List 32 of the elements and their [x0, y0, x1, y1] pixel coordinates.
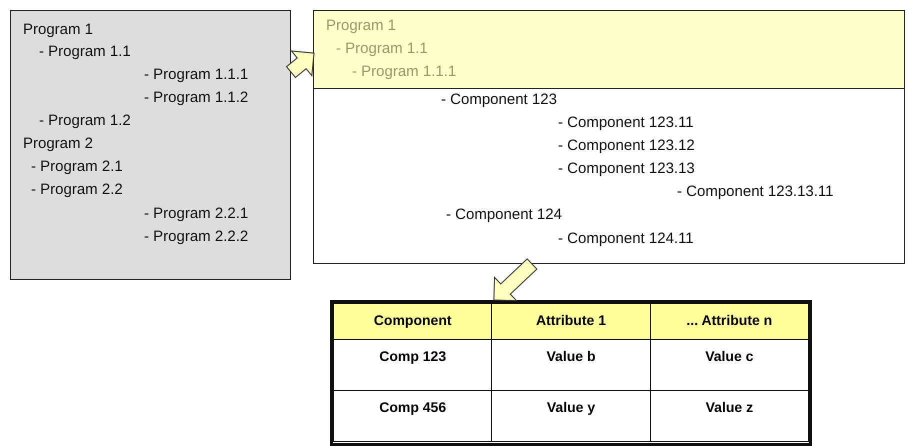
outline-item: - Program 2.1: [31, 158, 123, 176]
outline-item: - Program 2.2.2: [144, 228, 248, 246]
outline-item: - Program 1.1: [336, 40, 428, 58]
table-cell: Value y: [492, 390, 650, 442]
column-header: Attribute 1: [492, 304, 650, 340]
outline-item: Program 2: [23, 135, 94, 153]
block-arrow: [493, 258, 538, 302]
table-cell: Value z: [650, 390, 808, 442]
outline-item: - Component 123: [441, 91, 557, 109]
outline-item: - Program 1.2: [39, 112, 131, 130]
outline-item: - Component 124.11: [558, 230, 694, 248]
outline-item: - Component 124: [446, 206, 562, 224]
outline-item: - Component 123.12: [558, 137, 695, 155]
outline-item: - Program 1.1.2: [144, 89, 248, 107]
block-arrow: [286, 50, 315, 78]
column-header: Component: [334, 304, 492, 340]
outline-item: - Program 1.1.1: [144, 66, 248, 84]
table-cell: Comp 456: [334, 390, 492, 442]
outline-item: Program 1: [326, 17, 396, 35]
outline-item: - Program 1.1: [39, 43, 131, 61]
outline-item: - Program 1.1.1: [352, 63, 456, 81]
outline-item: - Program 2.2: [31, 181, 123, 199]
column-header: ... Attribute n: [650, 304, 808, 340]
header-band: [314, 11, 904, 89]
outline-box: [10, 10, 291, 280]
outline-item: Program 1: [23, 21, 94, 39]
detail-box: [313, 10, 905, 264]
outline-item: - Program 2.2.1: [144, 205, 248, 223]
outline-item: - Component 123.13.11: [677, 183, 834, 201]
outline-item: - Component 123.13: [558, 160, 695, 178]
attribute-table: [330, 300, 812, 446]
outline-item: - Component 123.11: [558, 114, 694, 132]
